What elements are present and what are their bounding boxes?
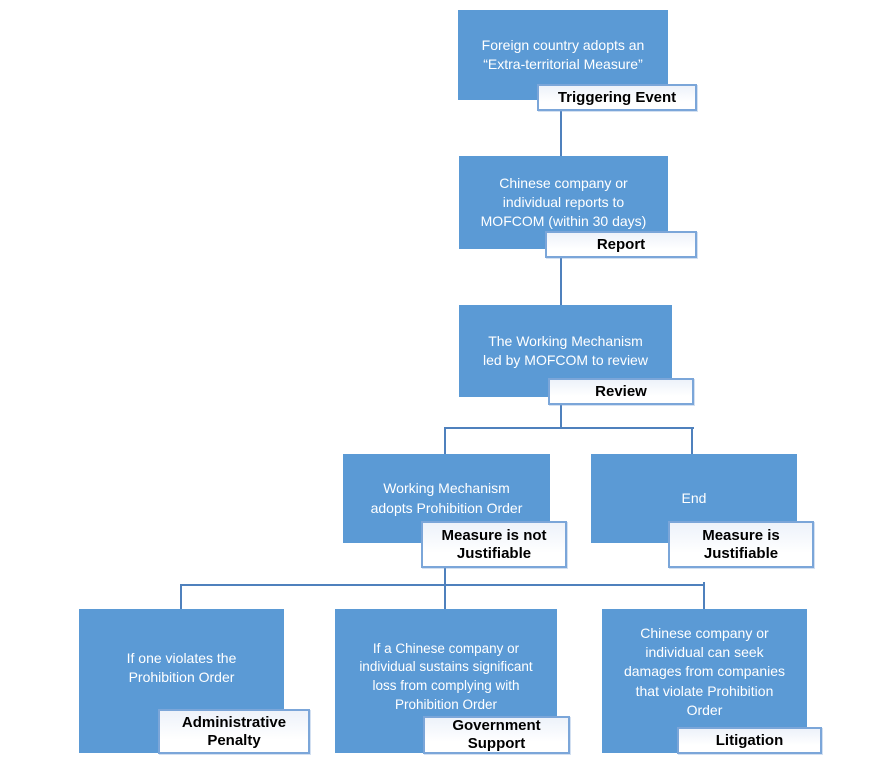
node-text: Chinese company or individual reports to… [480,174,647,230]
node-text: If a Chinese company or individual susta… [359,640,533,712]
node-text: End [681,489,707,506]
label-triggering-event: Triggering Event [537,84,697,111]
node-text: If one violates the Prohibition Order [126,649,237,685]
connector-drop-government-support [444,584,446,609]
connector-drop-prohibition-order [444,427,446,454]
label-text: Report [596,235,646,253]
label-litigation: Litigation [677,727,822,754]
label-text: Litigation [715,731,784,749]
label-measure-justifiable: Measure is Justifiable [668,521,814,568]
connector-review-branch-bar [444,427,694,429]
label-text: Government Support [452,717,541,752]
label-measure-not-justifiable: Measure is not Justifiable [421,521,567,568]
connector-report-to-review [560,249,562,305]
label-text: Measure is not Justifiable [441,526,547,562]
connector-outcome-branch-bar [180,584,705,586]
node-litigation: Chinese company or individual can seek d… [602,609,807,753]
connector-triggering-to-report [560,100,562,156]
connector-drop-litigation [703,582,705,609]
label-text: Triggering Event [557,88,677,106]
label-review: Review [548,378,694,405]
label-government-support: Government Support [423,716,570,754]
label-text: Measure is Justifiable [702,526,780,562]
label-text: Review [595,382,647,400]
node-text: Working Mechanism adopts Prohibition Ord… [370,480,523,516]
connector-drop-end [691,427,693,454]
connector-drop-administrative-penalty [180,584,182,609]
node-text: The Working Mechanism led by MOFCOM to r… [483,332,648,368]
connector-review-stem [560,397,562,428]
node-text: Chinese company or individual can seek d… [623,624,786,718]
label-administrative-penalty: Administrative Penalty [158,709,310,754]
node-text: Foreign country adopts an “Extra-territo… [481,36,645,72]
label-text: Administrative Penalty [181,713,287,749]
label-report: Report [545,231,697,258]
